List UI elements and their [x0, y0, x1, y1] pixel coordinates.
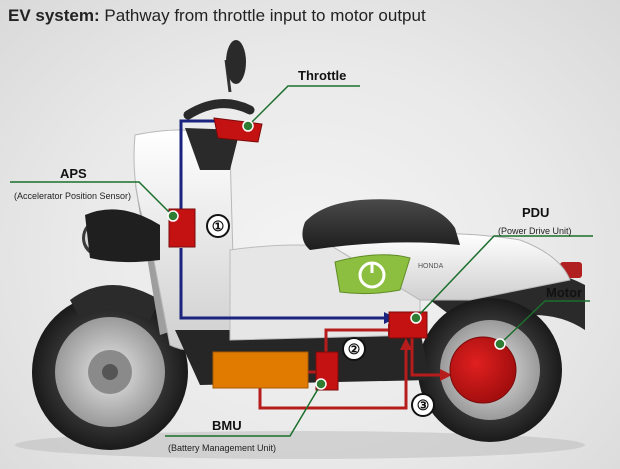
- step-1-label: ①: [212, 219, 225, 235]
- aps-label: APS: [60, 166, 87, 181]
- signal-path: [179, 119, 384, 320]
- badge-text: HONDA: [418, 263, 444, 270]
- ground-shadow: [15, 431, 585, 459]
- pdu-sublabel: (Power Drive Unit): [498, 226, 572, 236]
- title-bold: EV system:: [8, 6, 100, 25]
- handlebar: [183, 99, 255, 120]
- leader-dots: [167, 120, 506, 390]
- bmu-sublabel: (Battery Management Unit): [168, 443, 277, 453]
- front-fender: [70, 285, 160, 320]
- motor-label: Motor: [546, 285, 583, 300]
- front-cowl: [85, 209, 160, 263]
- seat: [302, 199, 460, 250]
- step-3-marker: ③: [411, 393, 435, 417]
- aps-sublabel: (Accelerator Position Sensor): [14, 191, 132, 201]
- throttle-dot: [242, 120, 254, 132]
- bmu-label: BMU: [212, 418, 242, 433]
- motor-component: [449, 336, 517, 404]
- mirror: [226, 40, 246, 84]
- leader-lines: [10, 85, 593, 437]
- power-arrowhead-battery: [400, 338, 412, 350]
- throttle-component: [213, 117, 263, 143]
- title-rest: Pathway from throttle input to motor out…: [104, 6, 426, 25]
- pdu-dot: [410, 312, 422, 324]
- battery-component: [212, 351, 309, 389]
- power-path: [258, 328, 440, 410]
- aps-dot: [167, 210, 179, 222]
- step-2-marker: ②: [342, 337, 366, 361]
- step-3-label: ③: [417, 398, 430, 414]
- pdu-label: PDU: [522, 205, 550, 220]
- page-title: EV system: Pathway from throttle input t…: [8, 6, 426, 26]
- step-1-marker: ①: [206, 214, 230, 238]
- throttle-label: Throttle: [298, 68, 347, 83]
- step-2-label: ②: [348, 342, 361, 358]
- power-arrowhead-motor: [440, 369, 452, 381]
- front-wheel: [32, 294, 188, 450]
- motor-dot: [494, 338, 506, 350]
- side-badge: [334, 254, 411, 295]
- bmu-dot: [315, 378, 327, 390]
